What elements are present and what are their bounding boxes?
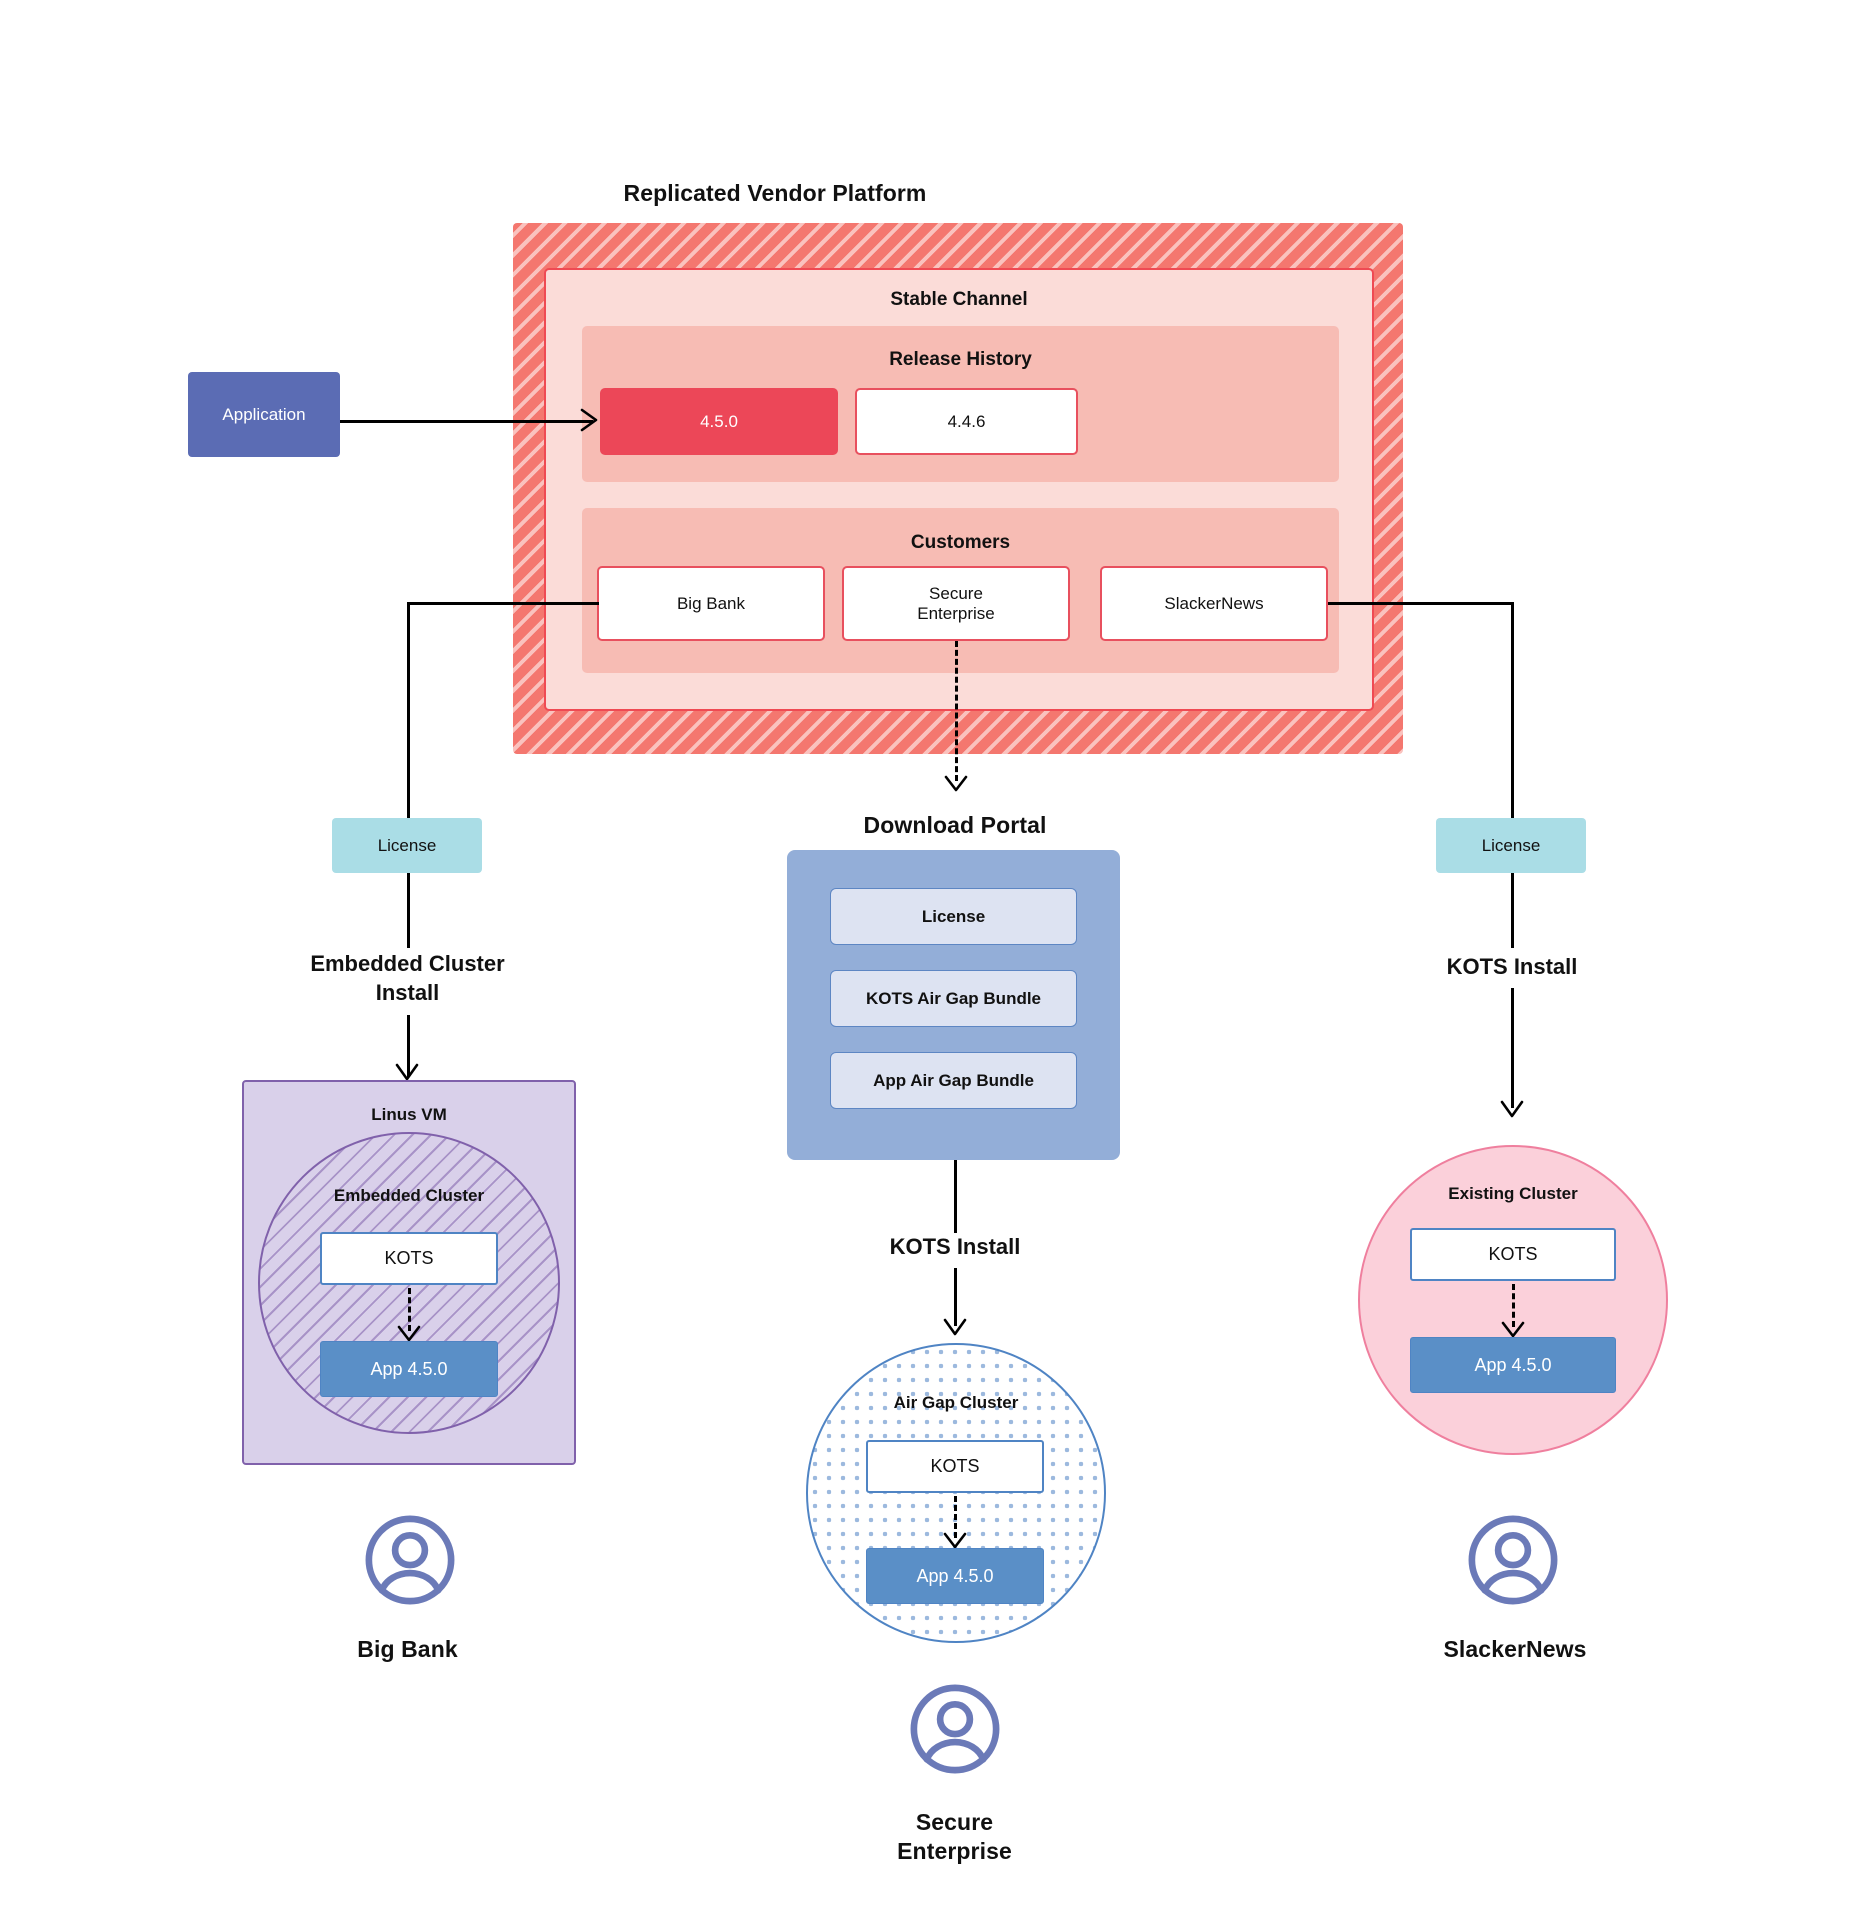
avatar-slackernews [1466,1513,1560,1607]
edge-label-kots-install-middle: KOTS Install [889,1233,1021,1259]
air-gap-cluster-label: Air Gap Cluster [893,1392,1019,1412]
kots-box-existing[interactable]: KOTS [1410,1228,1616,1281]
customer-box-big-bank[interactable]: Big Bank [597,566,825,641]
customer-box-secure-enterprise[interactable]: Secure Enterprise [842,566,1070,641]
license-node-right[interactable]: License [1436,818,1586,873]
linus-vm-label: Linus VM [371,1104,447,1124]
edge-label-kots-install-right: KOTS Install [1446,953,1578,979]
page-title: Replicated Vendor Platform [623,179,927,206]
embedded-cluster-label: Embedded Cluster [333,1185,485,1205]
customers-label: Customers [910,531,1011,553]
connector-kots-install-right-down [1511,988,1514,1108]
app-version-label: App 4.5.0 [370,1358,448,1379]
connector-kots-to-app-embedded [408,1288,411,1331]
user-avatar-icon [1468,1515,1558,1605]
portal-item-label: KOTS Air Gap Bundle [865,988,1042,1008]
connector-portal-down [954,1160,957,1233]
arrow-head-icon [580,408,598,432]
edge-label-embedded-cluster-install: Embedded Cluster Install [310,951,505,1005]
arrow-head-icon [397,1325,421,1342]
connector-kots-install-middle-down [954,1268,957,1326]
arrow-head-icon [943,1532,967,1549]
connector-license-left-down [407,873,410,948]
customer-name: Secure Enterprise [917,583,995,623]
license-node-left[interactable]: License [332,818,482,873]
arrow-head-icon [943,1318,967,1336]
arrow-head-icon [1501,1321,1525,1338]
customer-label-big-bank: Big Bank [357,1635,458,1662]
customer-label-slackernews: SlackerNews [1443,1635,1587,1662]
connector-embedded-install-down [407,1015,410,1077]
arrow-head-icon [944,775,968,792]
arrow-head-icon [1500,1100,1524,1118]
portal-item-label: License [921,906,986,926]
avatar-big-bank [363,1513,457,1607]
download-portal-title: Download Portal [863,811,1047,838]
connector-secure-enterprise-dashed [955,641,958,781]
connector-license-right-down [1511,873,1514,948]
user-avatar-icon [365,1515,455,1605]
customer-box-slackernews[interactable]: SlackerNews [1100,566,1328,641]
kots-label: KOTS [930,1456,980,1476]
connector-kots-to-app-airgap [954,1496,957,1538]
kots-box-embedded[interactable]: KOTS [320,1232,498,1285]
license-label: License [377,835,437,855]
app-version-label: App 4.5.0 [1474,1354,1552,1375]
app-version-box-embedded[interactable]: App 4.5.0 [320,1341,498,1397]
app-version-box-existing[interactable]: App 4.5.0 [1410,1337,1616,1393]
kots-box-airgap[interactable]: KOTS [866,1440,1044,1493]
kots-label: KOTS [384,1248,434,1268]
kots-label: KOTS [1488,1244,1538,1264]
portal-item-label: App Air Gap Bundle [873,1070,1034,1090]
connector-slackernews-horizontal [1328,602,1513,605]
release-history-label: Release History [889,348,1032,370]
release-version: 4.5.0 [700,411,738,431]
connector-kots-to-app-existing [1512,1284,1515,1327]
portal-item-license[interactable]: License [830,888,1077,945]
customer-name: Big Bank [676,593,746,613]
portal-item-app-air-gap-bundle[interactable]: App Air Gap Bundle [830,1052,1077,1109]
license-label: License [1481,835,1541,855]
release-version: 4.4.6 [947,411,986,431]
release-item-previous[interactable]: 4.4.6 [855,388,1078,455]
connector-bigbank-horizontal [407,602,599,605]
avatar-secure-enterprise [908,1682,1002,1776]
application-node[interactable]: Application [188,372,340,457]
app-version-box-airgap[interactable]: App 4.5.0 [866,1548,1044,1604]
existing-cluster-label: Existing Cluster [1448,1183,1578,1203]
customer-name: SlackerNews [1164,593,1264,613]
connector-application-to-release [340,420,593,423]
arrow-head-icon [395,1063,419,1081]
stable-channel-label: Stable Channel [890,288,1028,310]
connector-slackernews-vertical [1511,602,1514,819]
customer-label-secure-enterprise: Secure Enterprise [897,1809,1012,1864]
user-avatar-icon [910,1684,1000,1774]
portal-item-kots-air-gap-bundle[interactable]: KOTS Air Gap Bundle [830,970,1077,1027]
connector-bigbank-vertical [407,602,410,819]
app-version-label: App 4.5.0 [916,1565,994,1586]
application-label: Application [222,404,306,424]
release-item-current[interactable]: 4.5.0 [600,388,838,455]
